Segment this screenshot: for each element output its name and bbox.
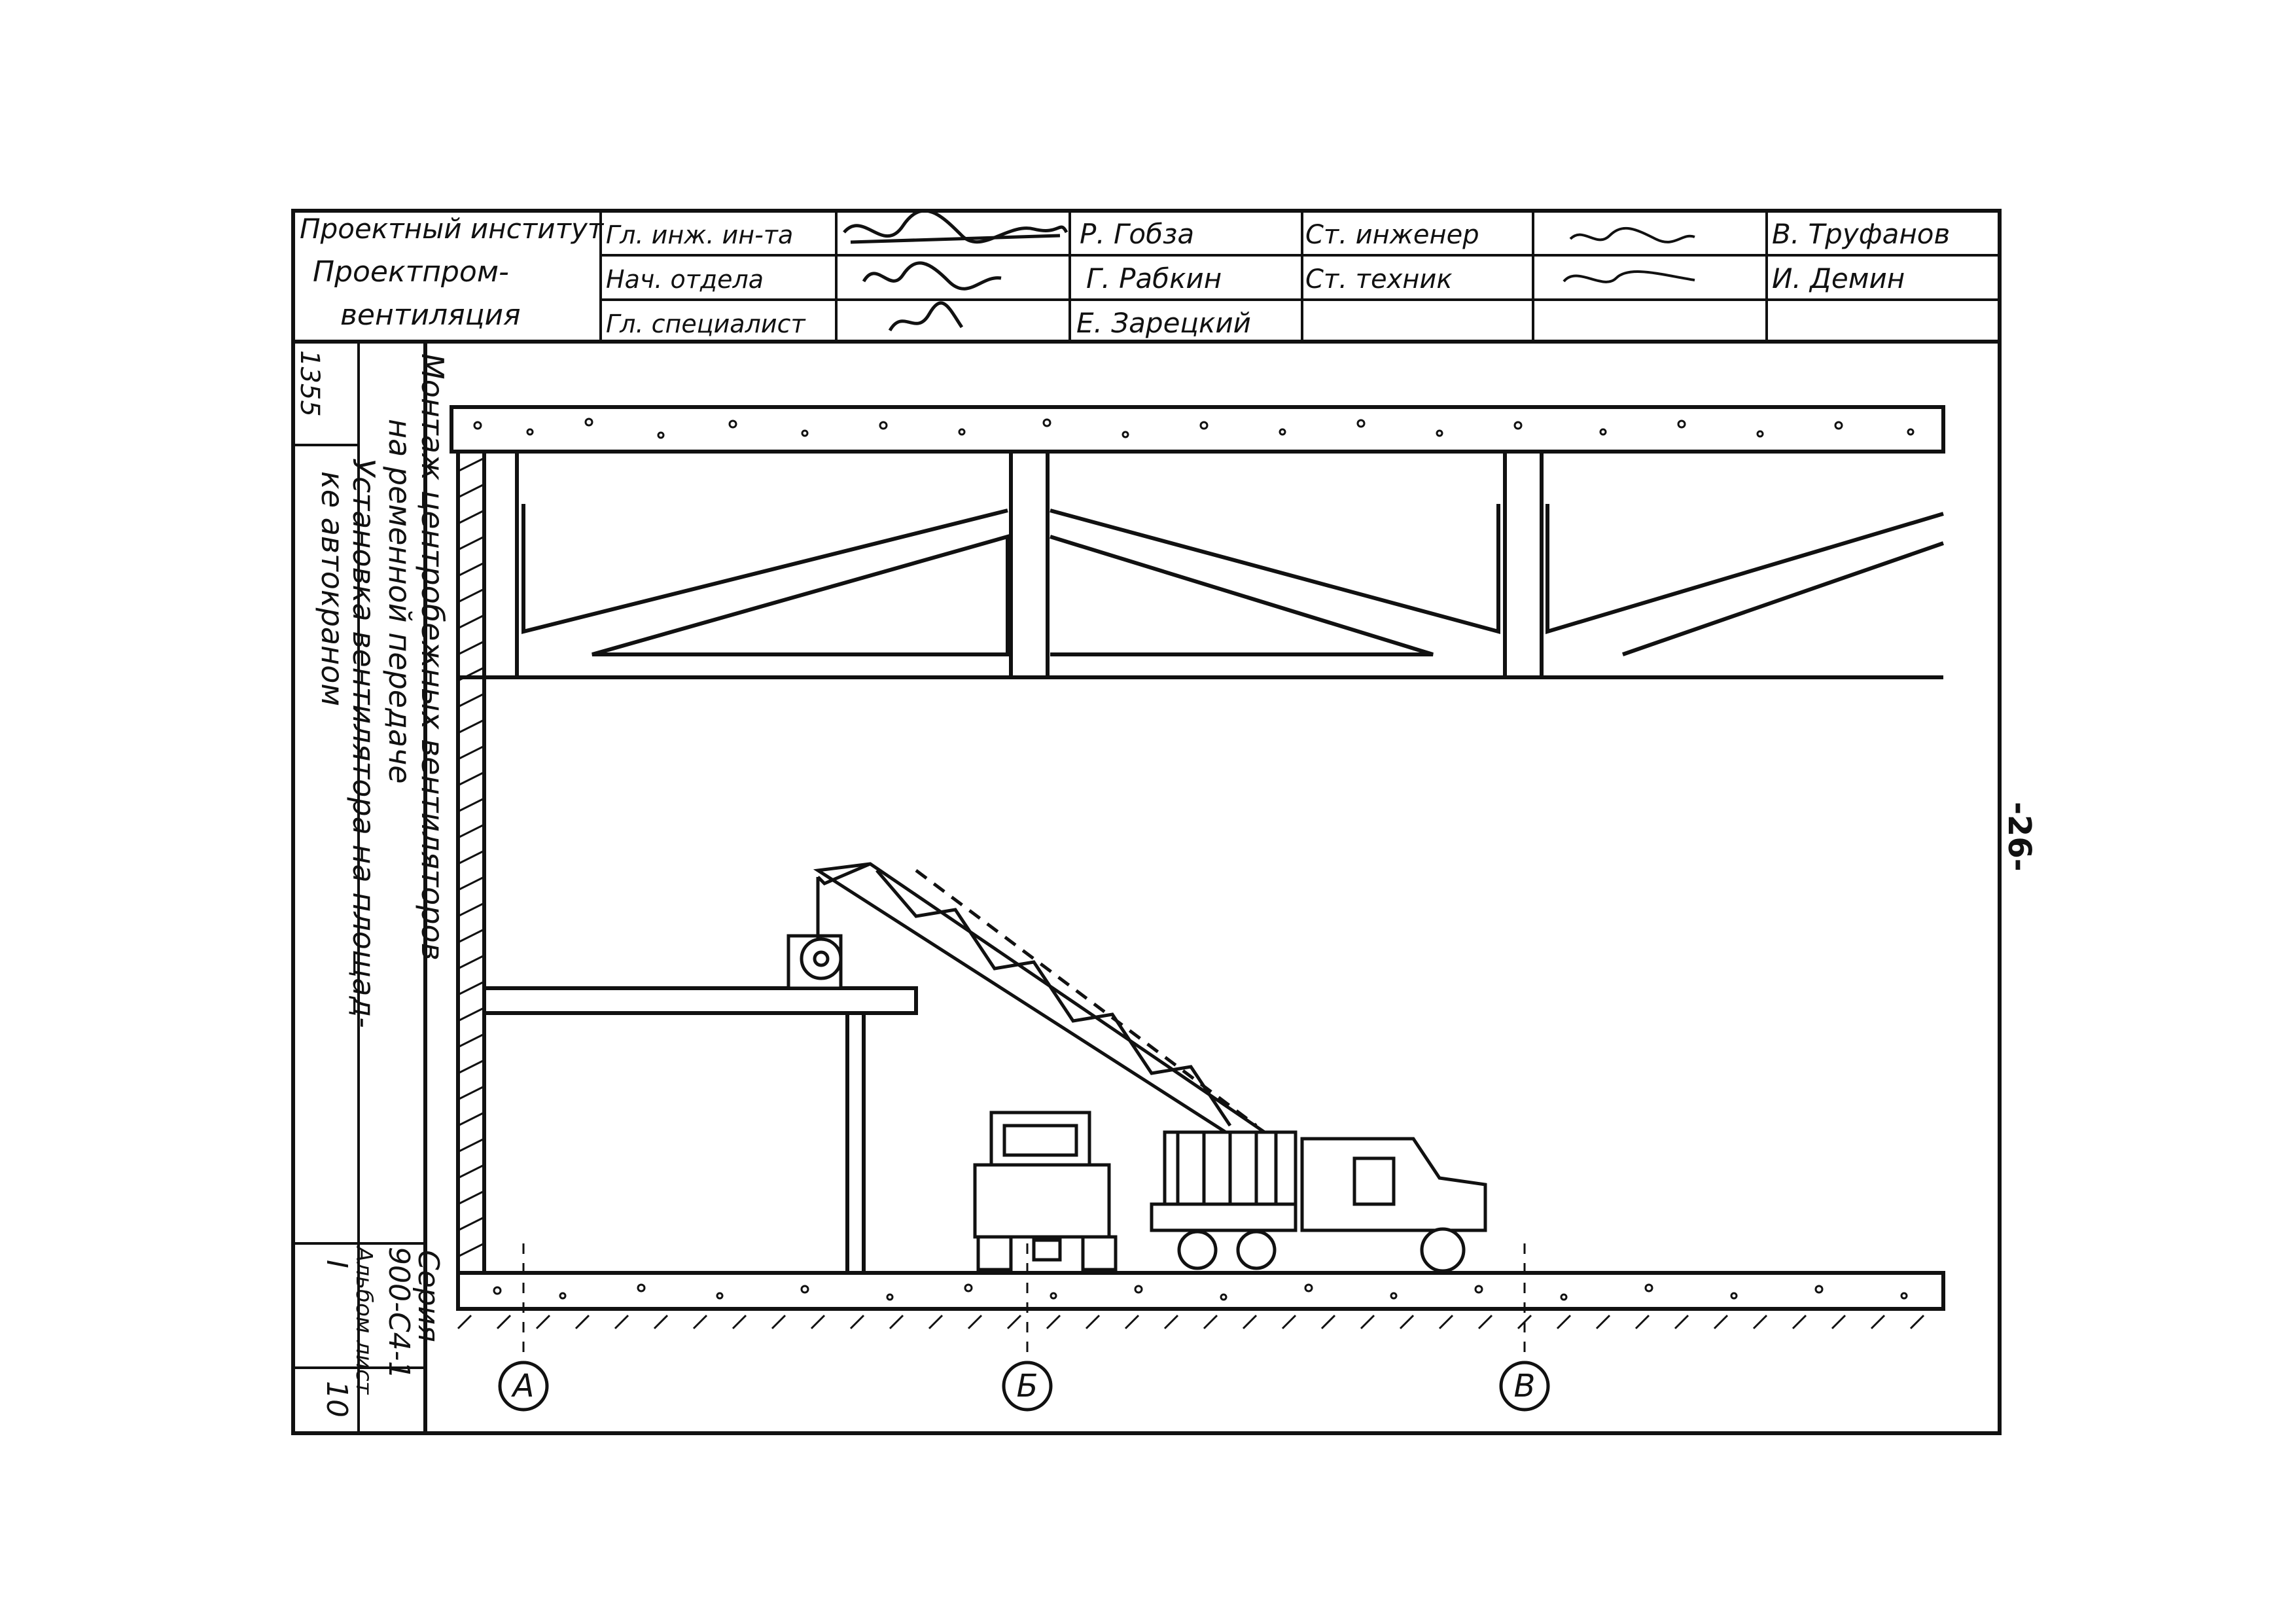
axis-label-v: В xyxy=(1514,1368,1536,1404)
album-sheet-label: Альбом лист xyxy=(351,1245,377,1395)
institute-line-1: Проектный институт xyxy=(300,213,605,245)
sheet-frame xyxy=(291,209,2002,1435)
side-block-grid xyxy=(293,342,425,1433)
ground-hatch xyxy=(457,1314,1925,1330)
axis-marker-a: А xyxy=(498,1361,549,1412)
side-subtitle-line-2: ке автокраном xyxy=(315,471,350,706)
name-gobza: Р. Гобза xyxy=(1080,218,1194,250)
side-title-line-1: Монтаж центробежных вентиляторов xyxy=(415,353,450,961)
role-senior-engineer: Ст. инженер xyxy=(1305,220,1479,250)
institute-line-3: вентиляция xyxy=(340,298,521,332)
page-number: -26- xyxy=(2001,802,2038,872)
crane-truck xyxy=(1150,1130,1487,1273)
title-block-grid xyxy=(599,211,2000,342)
institute-line-2: Проектпром- xyxy=(313,255,509,289)
signature-dept-head xyxy=(862,261,1002,291)
name-rabkin: Г. Рабкин xyxy=(1086,262,1222,294)
axis-label-a: А xyxy=(511,1368,535,1404)
truck-front-view xyxy=(973,1111,1118,1272)
series-value: 900-С4-1 xyxy=(382,1247,415,1379)
sheet-value: 10 xyxy=(320,1381,353,1418)
signature-chief-specialist xyxy=(888,301,964,332)
floor-slab xyxy=(456,1271,1945,1311)
signature-senior-engineer xyxy=(1569,226,1695,243)
role-senior-technician: Ст. техник xyxy=(1305,264,1453,294)
series-label: Серия xyxy=(412,1250,445,1342)
name-trufanov: В. Труфанов xyxy=(1772,218,1950,250)
left-wall xyxy=(456,452,486,1273)
side-title-line-2: на ременной передаче xyxy=(382,419,417,784)
doc-number: 1355 xyxy=(294,350,325,417)
columns xyxy=(482,450,1544,679)
roof-slab xyxy=(450,405,1945,454)
name-demin: И. Демин xyxy=(1772,262,1905,294)
axis-lines xyxy=(522,1243,1526,1361)
role-chief-engineer: Гл. инж. ин-та xyxy=(606,221,793,249)
signature-senior-technician xyxy=(1563,270,1695,283)
side-subtitle-line-1: Установка вентилятора на площад- xyxy=(346,458,381,1028)
role-dept-head: Нач. отдела xyxy=(606,265,764,294)
signature-chief-engineer xyxy=(843,209,1069,244)
album-value: I xyxy=(320,1260,353,1268)
roof-trusses xyxy=(521,504,1944,656)
axis-marker-v: В xyxy=(1499,1361,1550,1412)
axis-label-b: Б xyxy=(1017,1368,1038,1404)
fan-unit xyxy=(786,877,843,990)
name-zaretsky: Е. Зарецкий xyxy=(1076,307,1251,339)
axis-marker-b: Б xyxy=(1002,1361,1053,1412)
role-chief-specialist: Гл. специалист xyxy=(606,310,806,338)
platform xyxy=(482,986,918,1273)
